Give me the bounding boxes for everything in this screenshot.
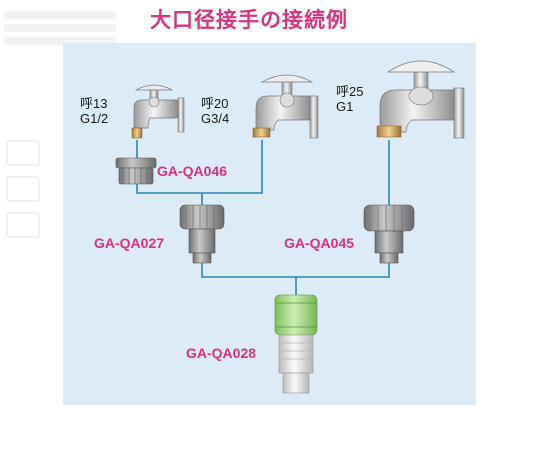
faucet-connector-left-icon — [179, 204, 225, 264]
faucet-large-nominal: 呼25 — [336, 84, 364, 99]
faded-caption-block — [0, 6, 120, 64]
faucet-large-thread: G1 — [336, 99, 354, 114]
connector-right-part-label: GA-QA045 — [284, 235, 355, 251]
faucet-large-icon — [376, 60, 465, 139]
faucet-medium-spec: 呼20 G3/4 — [201, 96, 229, 126]
faded-side-icons — [0, 130, 55, 238]
diagram-title: 大口径接手の接続例 — [150, 8, 348, 32]
faucet-small-nominal: 呼13 — [80, 96, 108, 111]
faucet-connector-right-icon — [363, 204, 415, 264]
faucet-medium-icon — [252, 74, 319, 139]
faucet-small-spec: 呼13 G1/2 — [80, 96, 108, 126]
hose-connector-part-label: GA-QA028 — [186, 345, 257, 361]
faucet-medium-thread: G3/4 — [201, 111, 230, 126]
adapter-fitting-icon — [115, 157, 157, 185]
connector-left-part-label: GA-QA027 — [94, 235, 165, 251]
connection-lines — [136, 140, 390, 295]
faucet-medium-nominal: 呼20 — [201, 96, 229, 111]
faucet-small-icon — [131, 84, 185, 139]
hose-connector-icon — [274, 294, 318, 394]
faucet-small-thread: G1/2 — [80, 111, 109, 126]
adapter-part-label: GA-QA046 — [157, 163, 228, 179]
faucet-large-spec: 呼25 G1 — [336, 84, 363, 114]
